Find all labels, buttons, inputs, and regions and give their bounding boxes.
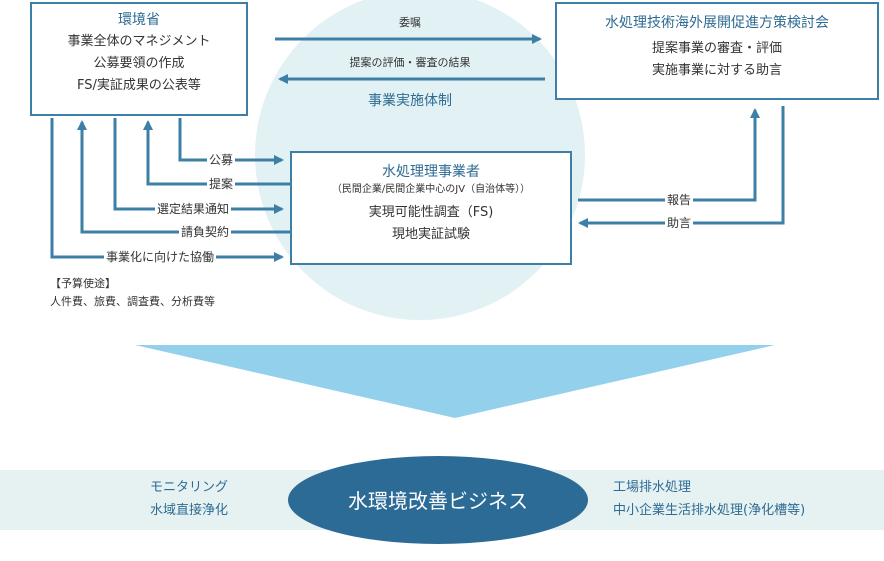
ministry-line-1: 事業全体のマネジメント [67,34,211,49]
business-right-2: 中小企業生活排水処理(浄化槽等) [613,503,806,518]
operator-line-1: 実現可能性調査（FS) [368,205,494,220]
arrow-teian [143,120,290,186]
arrow-advice [578,106,785,228]
operator-subtitle: （民間企業/民間企業中心のJV（自治体等）） [331,184,531,195]
business-right-1: 工場排水処理 [613,480,692,495]
ministry-line-3: FS/実証成果の公表等 [77,78,201,93]
flow-label-sentei: 選定結果通知 [155,202,232,216]
flow-label-koubo: 公募 [207,153,236,167]
operator-title: 水処理理事業者 [382,164,480,180]
business-left-1: モニタリング [150,480,229,495]
flow-label-teian: 提案 [207,177,236,191]
ministry-box: 環境省 事業全体のマネジメント 公募要領の作成 FS/実証成果の公表等 [30,2,248,116]
operator-line-2: 現地実証試験 [391,227,470,242]
system-label: 事業実施体制 [368,93,452,109]
arrow-report [578,108,760,202]
committee-line-2: 実施事業に対する助言 [651,63,782,78]
flow-label-report: 報告 [665,193,694,207]
arrow-koubo [178,118,284,165]
business-center-title: 水環境改善ビジネス [348,489,528,513]
flow-label-advice: 助言 [665,216,694,230]
business-ellipse [288,456,588,544]
ministry-title: 環境省 [118,12,160,28]
committee-title: 水処理技術海外展開促進方策検討会 [605,15,829,31]
committee-line-1: 提案事業の審査・評価 [651,41,782,56]
operator-box: 水処理理事業者 （民間企業/民間企業中心のJV（自治体等）） 実現可能性調査（F… [290,151,572,265]
funnel-arrow [135,345,775,418]
budget-items: 人件費、旅費、調査費、分析費等 [50,295,215,308]
arrow-kyodo [50,118,284,262]
commission-label: 委嘱 [399,16,421,29]
business-left-2: 水域直接浄化 [150,503,229,518]
budget-heading: 【予算使途】 [50,277,116,290]
ministry-line-2: 公募要領の作成 [93,56,185,71]
flow-label-ukeoi: 請負契約 [179,225,232,239]
result-label: 提案の評価・審査の結果 [349,56,471,69]
committee-box: 水処理技術海外展開促進方策検討会 提案事業の審査・評価 実施事業に対する助言 [555,2,879,100]
flow-label-kyodo: 事業化に向けた協働 [104,250,217,264]
